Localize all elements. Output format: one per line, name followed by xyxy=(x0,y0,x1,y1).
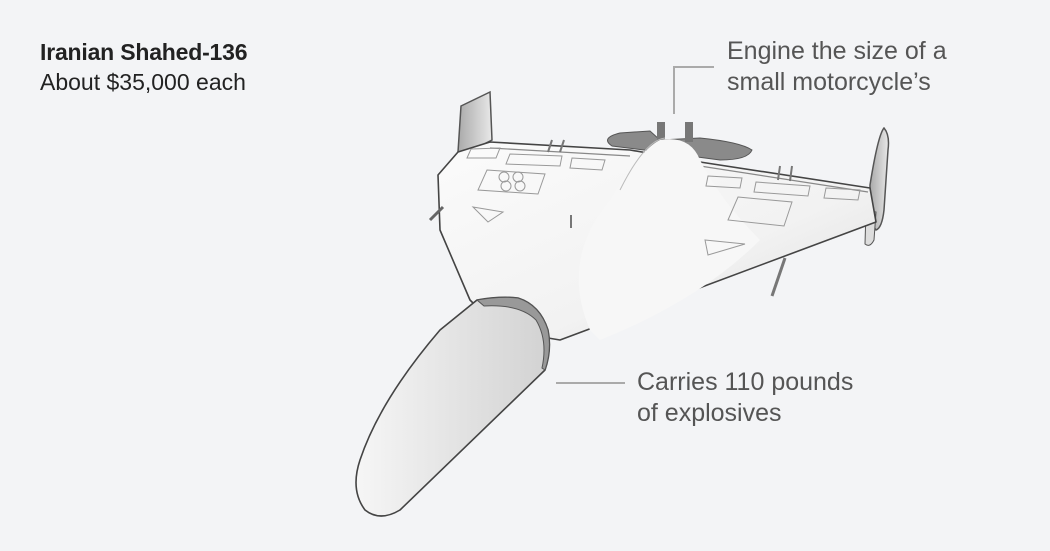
payload-annotation-line2: of explosives xyxy=(637,399,782,427)
payload-annotation: Carries 110 pounds of explosives xyxy=(637,367,853,429)
warhead-icon xyxy=(355,296,551,517)
drone-title: Iranian Shahed-136 xyxy=(40,39,248,65)
payload-annotation-line1: Carries 110 pounds xyxy=(637,368,854,396)
drone-price: About $35,000 each xyxy=(40,69,246,95)
engine-annotation: Engine the size of a small motorcycle’s xyxy=(727,36,947,98)
engine-leader-vertical xyxy=(673,66,675,114)
payload-leader xyxy=(556,382,625,384)
engine-leader-horizontal xyxy=(673,66,714,68)
engine-annotation-line1: Engine the size of a xyxy=(727,37,947,65)
engine-annotation-line2: small motorcycle’s xyxy=(727,68,931,96)
title-block: Iranian Shahed-136 About $35,000 each xyxy=(40,37,248,97)
